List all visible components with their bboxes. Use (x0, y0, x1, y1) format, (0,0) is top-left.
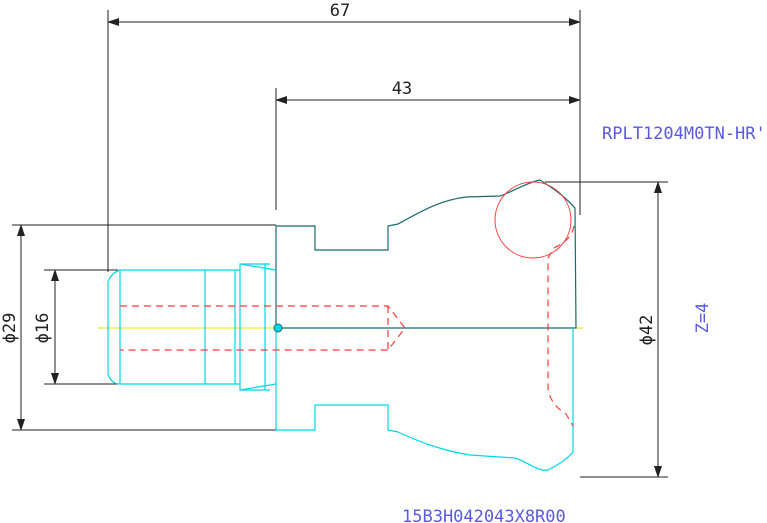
insert-detail-circle (494, 181, 572, 259)
dimension-label-dia-29: ϕ29 (0, 313, 20, 344)
cutter-head-lower-outline (275, 328, 574, 471)
dimension-dia-head (545, 181, 668, 478)
dimension-label-43: 43 (392, 79, 412, 99)
dimension-dia-pilot (44, 269, 118, 385)
dimension-label-dia-16: ϕ16 (33, 313, 53, 344)
origin-point-marker (273, 323, 283, 333)
dimension-head-length (275, 88, 581, 210)
insert-code-label: RPLT1204M0TN-HR' (602, 124, 766, 144)
dimension-label-dia-42: ϕ42 (637, 315, 657, 346)
hidden-bore (120, 305, 406, 351)
cutter-head-outline (275, 179, 577, 329)
dimension-label-67: 67 (330, 1, 350, 21)
hidden-lines (120, 225, 575, 427)
hidden-tooth-profile (547, 225, 575, 427)
shank-body (107, 263, 277, 391)
teeth-count-label: Z=4 (693, 303, 713, 334)
shank-outline (107, 263, 277, 391)
part-code-label: 15B3H042043X8R00 (402, 507, 566, 523)
dimension-overall-length (107, 10, 581, 272)
dimension-dia-body (12, 224, 276, 431)
